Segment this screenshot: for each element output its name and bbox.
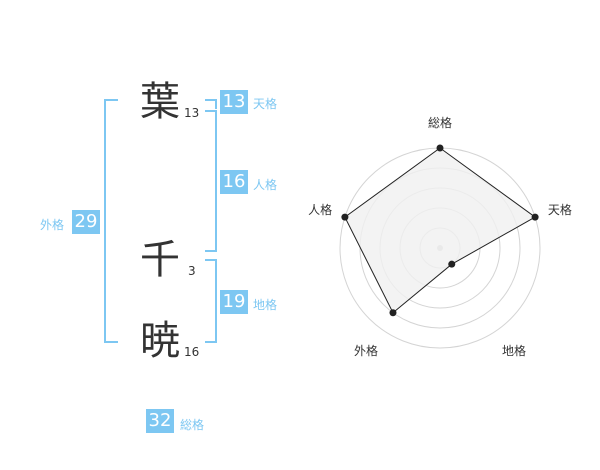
radar-point-3 — [389, 309, 397, 317]
radar-axis-label-2: 地格 — [502, 343, 527, 358]
radar-point-2 — [448, 260, 456, 268]
radar-axis-label-4: 人格 — [308, 203, 333, 218]
radar-point-0 — [436, 144, 444, 152]
tenkaku-bracket — [205, 99, 217, 109]
gaikaku-value: 29 — [72, 210, 100, 234]
name-char-1: 葉 — [140, 79, 180, 125]
chikaku-bracket — [205, 259, 217, 343]
name-char-3: 暁 — [140, 318, 180, 364]
stroke-count-2: 3 — [188, 264, 196, 278]
soukaku-value: 32 — [146, 409, 174, 433]
tenkaku-value: 13 — [220, 90, 248, 114]
gaikaku-label: 外格 — [40, 218, 65, 232]
radar-axis-label-3: 外格 — [353, 343, 378, 358]
gaikaku-bracket — [104, 99, 118, 343]
jinkaku-label: 人格 — [253, 178, 278, 192]
tenkaku-label: 天格 — [253, 97, 278, 111]
jinkaku-value: 16 — [220, 170, 248, 194]
radar-point-4 — [341, 213, 349, 221]
jinkaku-bracket — [205, 110, 217, 252]
radar-axis-label-0: 総格 — [428, 116, 453, 130]
stroke-count-3: 16 — [184, 345, 200, 359]
chikaku-value: 19 — [220, 290, 248, 314]
radar-axis-label-1: 天格 — [547, 203, 572, 218]
soukaku-label: 総格 — [180, 418, 205, 432]
radar-point-1 — [531, 213, 539, 221]
name-char-2: 千 — [140, 237, 180, 283]
chikaku-label: 地格 — [253, 298, 278, 312]
radar-series-area — [344, 147, 537, 314]
stroke-count-1: 13 — [184, 106, 200, 120]
